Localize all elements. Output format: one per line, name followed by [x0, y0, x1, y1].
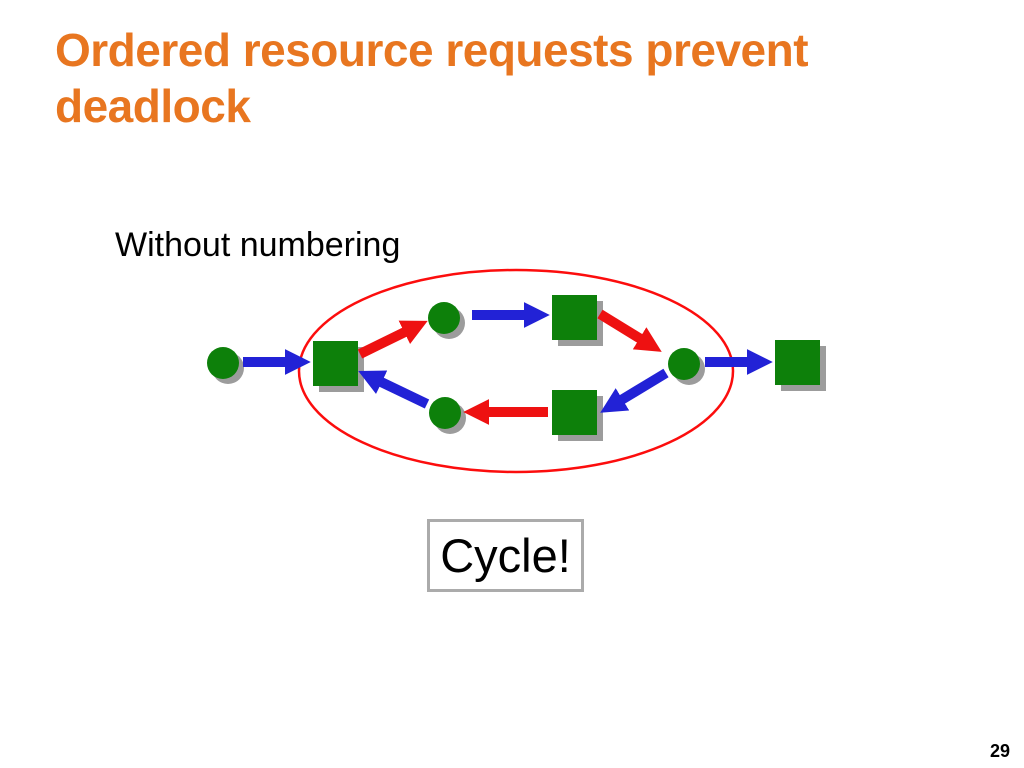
resource-square-r1: [313, 341, 364, 392]
resource-square-r2: [552, 295, 603, 346]
red-assignment-arrow-r1-p1: [357, 320, 428, 359]
page-number: 29: [989, 741, 1010, 761]
blue-request-arrow-p3-r1: [358, 370, 430, 409]
without-numbering-label: Without numbering: [115, 226, 401, 264]
cycle-callout-label: Cycle!: [440, 529, 571, 582]
resource-square-r4: [775, 340, 826, 391]
cycle-callout-box: Cycle!: [427, 519, 584, 592]
process-circle-p2: [668, 348, 705, 385]
process-circle-p3: [429, 397, 466, 434]
blue-request-arrow-p2-r3: [600, 368, 669, 413]
process-circle-p1: [428, 302, 465, 339]
slide-title: Ordered resource requests prevent deadlo…: [55, 24, 809, 133]
resource-square-r3: [552, 390, 603, 441]
red-assignment-arrow-r2-p2: [597, 309, 662, 352]
cycle-ellipse: [297, 268, 735, 474]
process-circle-p0: [207, 347, 244, 384]
